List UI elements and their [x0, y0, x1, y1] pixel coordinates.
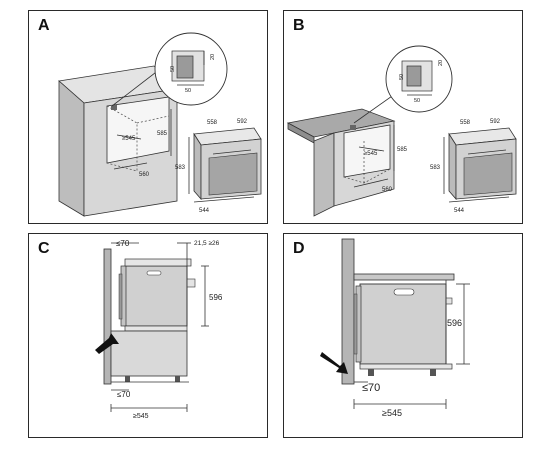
- cabinet-opening: [106, 96, 170, 164]
- panel-c: C ≤70 21,5 ≥26 596 ≤70: [28, 233, 268, 438]
- zoom-notch-b: [406, 65, 422, 87]
- foot-left-d: [368, 369, 374, 376]
- dim-50-horizontal-b: 50: [414, 98, 420, 104]
- cabinet-base-shelf: [124, 325, 188, 332]
- panel-d: D 596 ≤70 ≥545: [283, 233, 523, 438]
- dim-50-vertical-b: 50: [399, 74, 405, 80]
- panel-b-diagram: ≥545 585 560 20 50 50 558 592 583 544: [286, 45, 517, 217]
- dim-line-544: [193, 196, 255, 203]
- oven-handle-d: [393, 288, 415, 296]
- dim-line-545: [116, 134, 142, 140]
- panel-c-label: C: [38, 240, 50, 257]
- vent-notch-b: [350, 125, 356, 130]
- ventilation-arrow-d: [320, 352, 348, 374]
- cabinet-base-d: [359, 363, 453, 370]
- panel-b-label: B: [293, 17, 305, 34]
- lower-cabinet: [110, 330, 188, 377]
- dim-gap: 21,5 ≥26: [194, 240, 220, 247]
- dim-596-d: 596: [447, 318, 462, 328]
- panel-d-label: D: [293, 240, 305, 257]
- base-cabinet-side: [313, 132, 335, 217]
- countertop-d: [353, 273, 455, 281]
- dim-545-b: ≥545: [364, 151, 378, 157]
- oven-door-handle-side-d: [353, 293, 358, 355]
- panel-b: B ≥545 585 560 20 50 50 558 592: [283, 10, 523, 224]
- oven-handle-b: [467, 149, 507, 155]
- dim-592: 592: [237, 119, 248, 125]
- dim-line-544-b: [448, 196, 510, 203]
- dim-560-b: 560: [382, 187, 393, 193]
- dim-545: ≥545: [122, 136, 136, 142]
- dim-545-d: ≥545: [382, 408, 402, 418]
- cabinet-side-panel: [103, 248, 112, 385]
- dim-20-b: 20: [438, 60, 444, 66]
- base-cabinet-opening: [343, 124, 391, 178]
- oven-window-b: [463, 152, 513, 196]
- dim-544-b: 544: [454, 208, 465, 214]
- foot-right: [175, 376, 180, 382]
- panel-a-diagram: ≥545 585 560 20 50 50 558 592 583 544: [58, 32, 262, 217]
- panel-a-label: A: [38, 17, 50, 34]
- cabinet-side: [58, 80, 85, 217]
- oven-connector-d: [445, 297, 453, 305]
- dim-20: 20: [210, 54, 216, 60]
- dim-585-b: 585: [397, 147, 408, 153]
- opening-hidden-edges: [106, 105, 138, 172]
- vent-notch: [111, 105, 117, 110]
- dim-544: 544: [199, 208, 210, 214]
- oven-handle: [212, 149, 252, 155]
- dim-bottom-70: ≤70: [117, 390, 131, 399]
- dim-596: 596: [209, 293, 223, 302]
- cabinet-top-shelf: [124, 258, 192, 267]
- dim-558: 558: [207, 120, 218, 126]
- oven-side: [193, 132, 202, 201]
- dim-583-b: 583: [430, 165, 441, 171]
- dim-585: 585: [157, 131, 168, 137]
- dim-line-560: [113, 162, 148, 170]
- dim-558-b: 558: [460, 120, 471, 126]
- dim-545-c: ≥545: [133, 413, 149, 420]
- panel-d-diagram: 596 ≤70 ≥545: [320, 238, 470, 418]
- dim-592-b: 592: [490, 119, 501, 125]
- oven-body-d: [359, 283, 447, 365]
- oven-door-handle-side: [118, 273, 123, 320]
- foot-right-d: [430, 369, 436, 376]
- zoom-notch: [176, 55, 194, 79]
- dim-560: 560: [139, 172, 150, 178]
- dim-50-vertical: 50: [170, 66, 176, 72]
- dim-line-560-b: [353, 178, 389, 188]
- foot-left: [125, 376, 130, 382]
- dim-50-horizontal: 50: [185, 88, 191, 94]
- oven-handle-c: [146, 270, 162, 276]
- dim-top-70: ≤70: [116, 239, 130, 248]
- dim-line-545-b: [358, 146, 385, 152]
- oven-window: [208, 152, 258, 196]
- panel-a: A ≥545 585 560 20 50 50 558: [28, 10, 268, 224]
- panel-c-diagram: ≤70 21,5 ≥26 596 ≤70 ≥545: [95, 239, 223, 420]
- oven-connector: [186, 278, 196, 288]
- dim-bottom-70-d: ≤70: [362, 382, 380, 394]
- opening-back-edge: [136, 115, 170, 124]
- dim-583: 583: [175, 165, 186, 171]
- oven-side-b: [448, 132, 457, 201]
- ventilation-arrow: [95, 333, 119, 354]
